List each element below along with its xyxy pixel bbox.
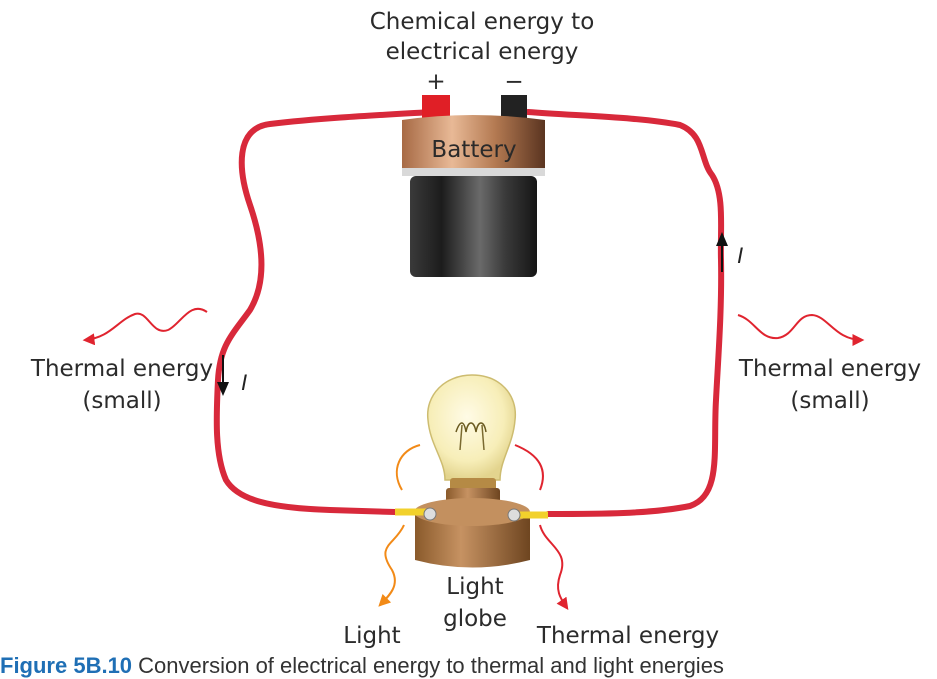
light-arrow-upper xyxy=(395,444,421,491)
globe-label-line2: globe xyxy=(443,606,507,632)
thermal-arrow-left xyxy=(82,308,208,346)
thermal-arrow-upper xyxy=(514,444,544,491)
light-globe xyxy=(414,374,530,568)
battery-label: Battery xyxy=(431,137,517,163)
battery xyxy=(402,95,545,277)
current-label-right: I xyxy=(737,243,744,268)
thermal-bottom-label: Thermal energy xyxy=(536,623,720,649)
globe-label-line1: Light xyxy=(446,574,504,600)
source-title-line2: electrical energy xyxy=(385,39,579,65)
minus-sign: − xyxy=(504,69,524,95)
source-title-line1: Chemical energy to xyxy=(369,9,595,35)
left-thermal-label-line2: (small) xyxy=(82,388,162,414)
current-label-left: I xyxy=(241,370,248,395)
thermal-arrow-bottom xyxy=(539,524,569,610)
light-label: Light xyxy=(343,623,401,649)
thermal-arrow-right xyxy=(737,313,865,346)
figure-caption-text: Conversion of electrical energy to therm… xyxy=(138,653,724,678)
circuit-wire xyxy=(213,109,435,515)
figure-number: Figure 5B.10 xyxy=(0,653,133,678)
plus-sign: + xyxy=(426,69,446,95)
figure-caption: Figure 5B.10 Conversion of electrical en… xyxy=(0,651,937,679)
right-thermal-label-line2: (small) xyxy=(790,388,870,414)
right-thermal-label-line1: Thermal energy xyxy=(738,356,922,382)
circuit-wire xyxy=(525,109,725,517)
light-arrow xyxy=(378,524,405,607)
left-thermal-label-line1: Thermal energy xyxy=(30,356,214,382)
